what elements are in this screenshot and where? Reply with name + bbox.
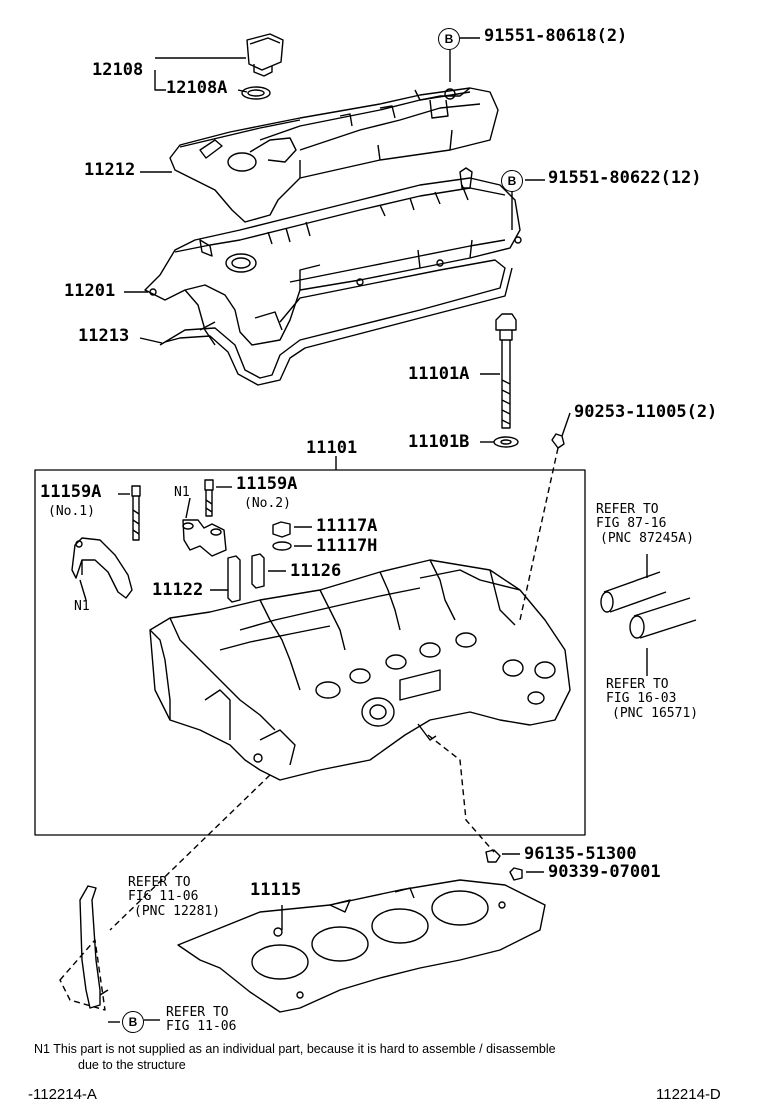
mark-b-bolt1: B xyxy=(438,28,460,50)
footnote-n1-line1: N1 This part is not supplied as an indiv… xyxy=(34,1042,556,1056)
label-90253-11005: 90253-11005(2) xyxy=(574,402,718,422)
label-12108: 12108 xyxy=(92,60,144,80)
label-n1-cap2: N1 xyxy=(174,485,190,500)
label-11101a: 11101A xyxy=(408,364,470,384)
refer-11-06-line2: FIG 11-06 xyxy=(128,889,199,904)
figure-code-left: -112214-A xyxy=(28,1086,97,1103)
refer-16-03-line2: FIG 16-03 xyxy=(606,691,677,706)
label-n1-cap1: N1 xyxy=(74,599,90,614)
refer-11-06b-line1: REFER TO xyxy=(166,1005,229,1020)
refer-87-16-line3: (PNC 87245A) xyxy=(600,531,694,546)
figure-code-right: 112214-D xyxy=(656,1086,721,1103)
refer-87-16-line1: REFER TO xyxy=(596,502,659,517)
mark-b-ref: B xyxy=(122,1011,144,1033)
refer-pipes-drawing xyxy=(600,571,697,639)
oil-filler-cap-drawing xyxy=(241,33,284,100)
label-no2: (No.2) xyxy=(244,496,291,511)
camshaft-cap-no1-drawing xyxy=(71,537,133,599)
label-90339-07001: 90339-07001 xyxy=(548,862,661,882)
head-cover-drawing xyxy=(144,167,522,346)
label-11117a: 11117A xyxy=(316,516,378,536)
mark-b-bolt2: B xyxy=(501,170,523,192)
label-11101: 11101 xyxy=(306,438,358,458)
label-11159a-no2: 11159A xyxy=(236,474,298,494)
label-11101b: 11101B xyxy=(408,432,470,452)
label-11115: 11115 xyxy=(250,880,302,900)
head-bolt-drawing xyxy=(493,313,519,448)
footnote-n1-line2: due to the structure xyxy=(78,1058,186,1072)
chain-guide-drawing xyxy=(79,885,109,1009)
label-11122: 11122 xyxy=(152,580,204,600)
camshaft-cap-no2-drawing xyxy=(182,519,227,557)
label-11201: 11201 xyxy=(64,281,116,301)
upper-cover-drawing xyxy=(169,87,499,223)
label-11213: 11213 xyxy=(78,326,130,346)
label-no1: (No.1) xyxy=(48,504,95,519)
refer-11-06b-line2: FIG 11-06 xyxy=(166,1019,237,1034)
head-gasket-drawing xyxy=(177,879,546,1013)
label-12108a: 12108A xyxy=(166,78,228,98)
cover-gasket-drawing xyxy=(159,259,513,386)
cylinder-head-drawing xyxy=(149,559,571,781)
label-11212: 11212 xyxy=(84,160,136,180)
refer-87-16-line2: FIG 87-16 xyxy=(596,516,667,531)
refer-11-06-line1: REFER TO xyxy=(128,875,191,890)
label-11126: 11126 xyxy=(290,561,342,581)
label-91551-80622: 91551-80622(12) xyxy=(548,168,702,188)
refer-11-06-line3: (PNC 12281) xyxy=(134,904,221,919)
label-91551-80618: 91551-80618(2) xyxy=(484,26,628,46)
cylinder-head-box xyxy=(34,469,586,836)
refer-16-03-line3: (PNC 16571) xyxy=(612,706,699,721)
label-96135-51300: 96135-51300 xyxy=(524,844,637,864)
refer-16-03-line1: REFER TO xyxy=(606,677,669,692)
label-11159a-no1: 11159A xyxy=(40,482,102,502)
label-11117h: 11117H xyxy=(316,536,378,556)
